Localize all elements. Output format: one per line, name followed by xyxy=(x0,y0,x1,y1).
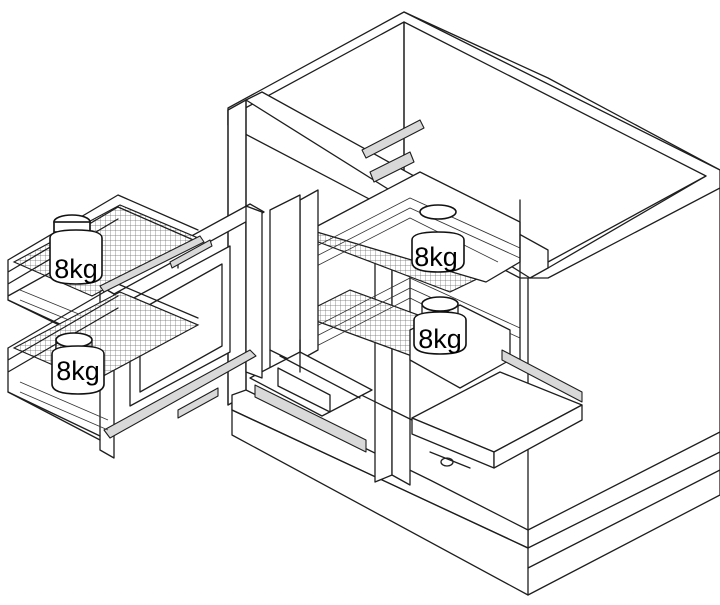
upper-guide-rail xyxy=(361,119,425,159)
weight-label: 8kg xyxy=(54,254,98,284)
drawer-slide-rail xyxy=(501,349,583,403)
weight-upper-right: 8kg xyxy=(411,204,465,273)
weight-label: 8kg xyxy=(56,356,100,386)
lower-slide-mechanism xyxy=(249,339,373,453)
pullout-drawer xyxy=(269,349,583,469)
inner-frame-post xyxy=(299,189,319,361)
weight-label: 8kg xyxy=(418,324,462,354)
weight-lower-right: 8kg xyxy=(413,296,467,355)
weight-lower-left: 8kg xyxy=(51,332,105,395)
drawer-latch xyxy=(440,457,454,467)
slide-tray-top xyxy=(249,351,373,417)
left-frame-bottom-rail xyxy=(103,349,257,439)
weight-upper-left: 8kg xyxy=(49,214,103,285)
left-frame-right-post xyxy=(245,205,263,379)
weight-label: 8kg xyxy=(414,242,458,272)
slide-channel xyxy=(254,384,367,453)
